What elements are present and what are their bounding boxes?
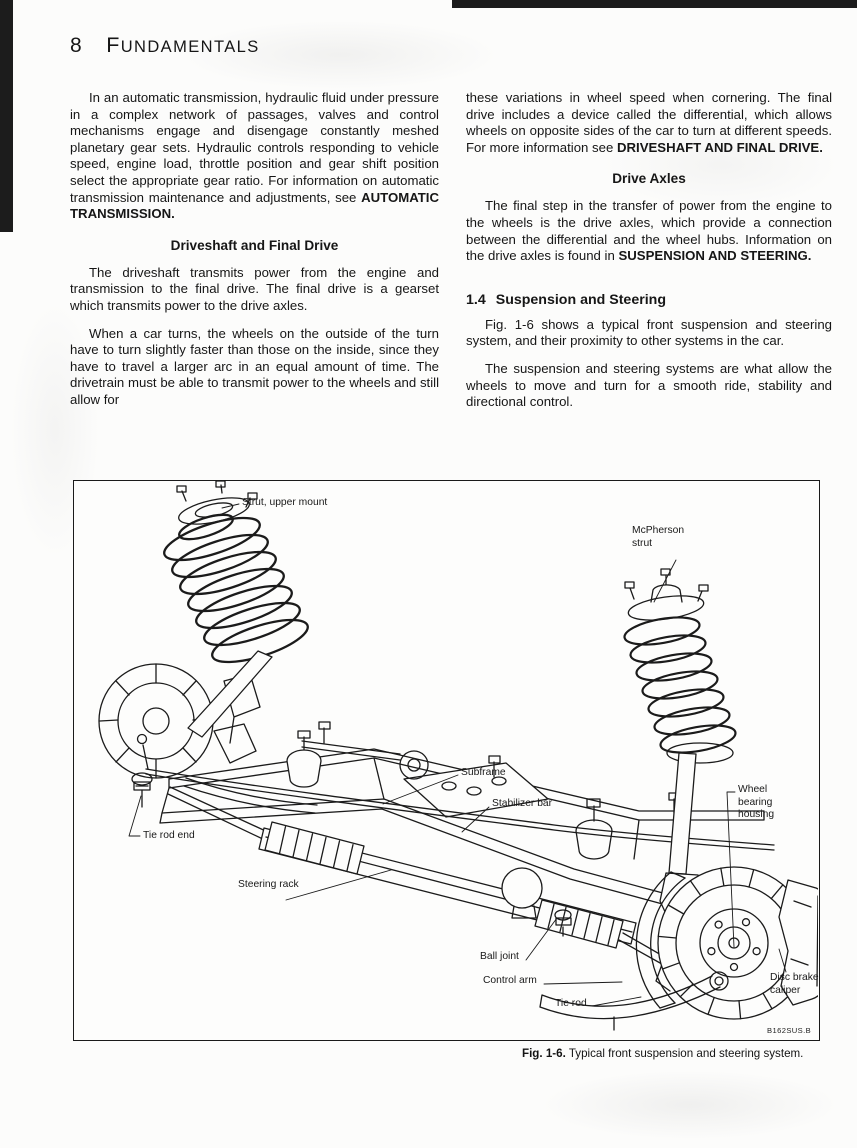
section-title: Suspension and Steering (495, 291, 667, 308)
drawing-code: B162SUS.B (767, 1026, 812, 1035)
label-tie-rod: Tie rod (555, 998, 587, 1009)
heading-driveshaft-final-drive: Driveshaft and Final Drive (170, 237, 339, 253)
suspension-diagram (98, 481, 818, 1031)
scan-artifact-left-bar (0, 0, 13, 232)
label-steering-rack: Steering rack (238, 879, 299, 890)
figure-caption: Fig. 1-6. Typical front suspension and s… (522, 1047, 834, 1061)
label-subframe: Subframe (461, 767, 506, 778)
label-tie-rod-end: Tie rod end (143, 830, 195, 841)
cross-reference: DRIVESHAFT AND FINAL DRIVE. (616, 139, 823, 155)
cross-reference: SUSPENSION AND STEERING. (618, 248, 812, 264)
cross-reference: AUTOMATIC TRANSMISSION. (70, 189, 439, 222)
section-number: 1.4 (466, 291, 486, 308)
paragraph-text: these variations in wheel speed when cor… (466, 90, 832, 155)
paragraph-differential: these variations in wheel speed when cor… (466, 90, 832, 156)
label-control-arm: Control arm (483, 975, 537, 986)
chapter-number: 8 (70, 34, 83, 57)
figure-caption-number: Fig. 1-6. (522, 1047, 566, 1060)
chapter-header: 8 FUNDAMENTALS (70, 33, 260, 58)
figure-1-6: Strut, upper mount McPherson strut Subfr… (73, 480, 820, 1041)
paragraph-drive-axles: The final step in the transfer of power … (466, 198, 832, 264)
paragraph-text: The final step in the transfer of power … (466, 198, 832, 264)
scan-smudge (540, 1070, 840, 1140)
paragraph-suspension-purpose: The suspension and steering systems are … (466, 360, 832, 410)
figure-caption-text: Typical front suspension and steering sy… (568, 1047, 804, 1060)
chapter-title: FUNDAMENTALS (106, 33, 260, 57)
right-column: these variations in wheel speed when cor… (466, 90, 832, 422)
label-strut-upper-mount: Strut, upper mount (242, 497, 328, 508)
left-column: In an automatic transmission, hydraulic … (70, 90, 439, 420)
paragraph-car-turns: When a car turns, the wheels on the outs… (70, 325, 439, 407)
heading-suspension-steering: 1.4 Suspension and Steering (466, 292, 832, 308)
label-disc-brake-caliper: Disc brake caliper (770, 972, 819, 996)
paragraph-automatic-transmission: In an automatic transmission, hydraulic … (70, 90, 439, 223)
paragraph-text: In an automatic transmission, hydraulic … (70, 90, 439, 205)
paragraph-driveshaft: The driveshaft transmits power from the … (70, 264, 439, 313)
paragraph-fig-reference: Fig. 1-6 shows a typical front suspensio… (466, 316, 832, 349)
scan-artifact-top-bar (452, 0, 857, 8)
label-mcpherson-strut: McPherson strut (632, 525, 685, 549)
label-wheel-bearing-housing: Wheel bearing housing (738, 784, 775, 821)
label-stabilizer-bar: Stabilizer bar (492, 798, 553, 809)
heading-drive-axles: Drive Axles (612, 171, 686, 187)
label-ball-joint: Ball joint (480, 951, 519, 962)
